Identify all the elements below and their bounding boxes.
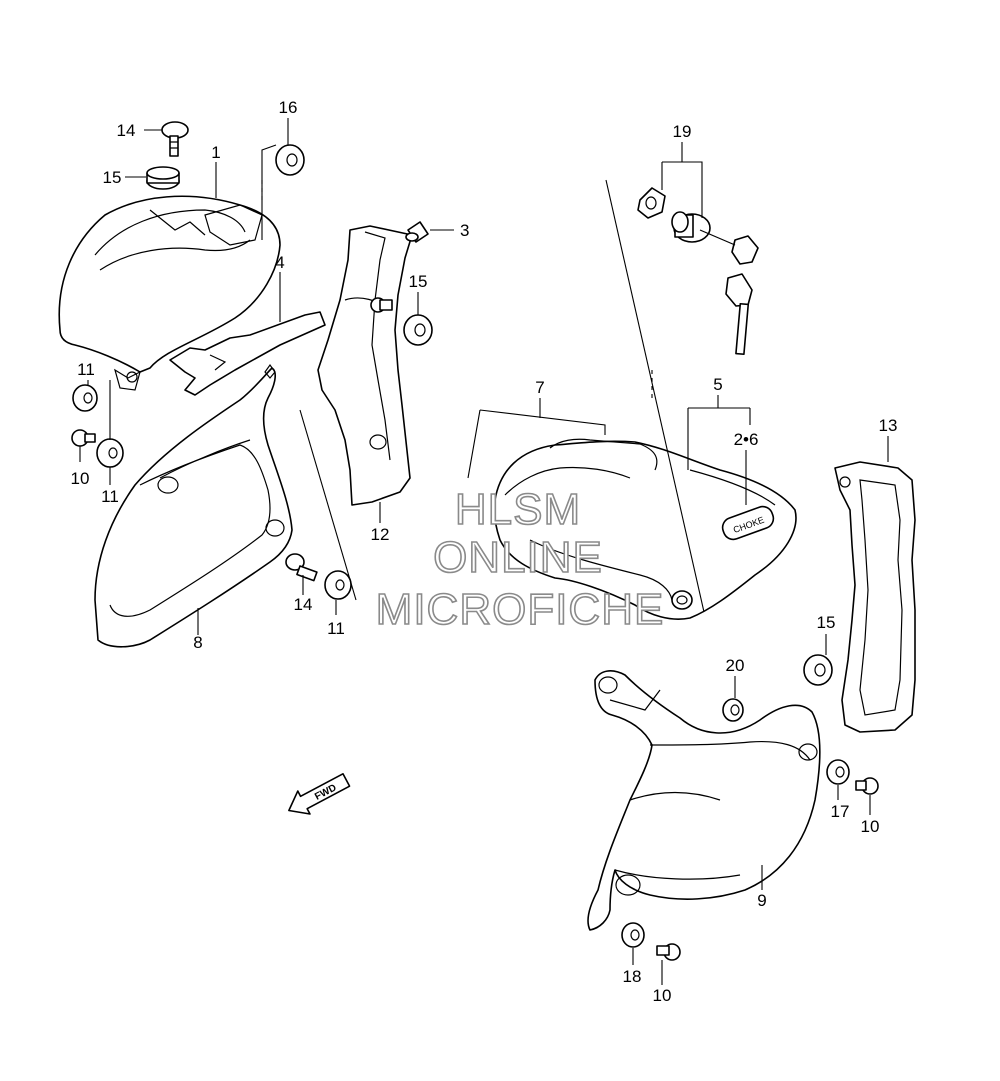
callout-15-top: 15	[103, 168, 122, 187]
part-8-left-side-cover[interactable]	[94, 363, 293, 648]
part-13-right-bracket[interactable]	[834, 461, 916, 733]
part-15-grommet-top[interactable]	[146, 166, 180, 190]
callout-11-left-bottom: 11	[101, 487, 119, 506]
part-12-vertical-bracket[interactable]	[317, 225, 413, 506]
fwd-arrow-icon: FWD	[288, 772, 351, 815]
part-14-screw-top[interactable]	[161, 121, 189, 157]
fwd-arrow-label: FWD	[313, 782, 338, 802]
part-7-center-cover[interactable]: CHOKE	[493, 438, 797, 620]
callout-8: 8	[193, 633, 202, 652]
part-11-grommet-left-bottom[interactable]	[96, 438, 124, 468]
callout-18: 18	[623, 967, 642, 986]
callout-15-mid: 15	[409, 272, 428, 291]
part-14-screw-lower[interactable]	[285, 553, 318, 582]
watermark: HLSM ONLINE MICROFICHE	[375, 484, 665, 635]
callout-11-lower: 11	[327, 619, 345, 638]
part-10-screw-bottom[interactable]	[656, 943, 681, 961]
callout-labels: 1 2•6 3 4 5 7 8 9 10 10 10 11 11 11 12 1…	[71, 98, 898, 1005]
callout-10-bottom: 10	[653, 986, 672, 1005]
part-1-front-cowl[interactable]	[58, 195, 281, 391]
callout-10-right: 10	[861, 817, 880, 836]
part-10-screw-left[interactable]	[71, 429, 96, 447]
callout-4: 4	[275, 253, 284, 272]
watermark-line-3: MICROFICHE	[376, 585, 665, 634]
callout-5: 5	[713, 375, 722, 394]
callout-3: 3	[460, 221, 469, 240]
callout-11-left-top: 11	[77, 360, 95, 379]
callout-10-left: 10	[71, 469, 90, 488]
part-18-grommet[interactable]	[621, 922, 645, 948]
part-20-grommet[interactable]	[722, 698, 744, 722]
leader-lines	[79, 118, 889, 985]
callout-15-right: 15	[817, 613, 836, 632]
callout-1: 1	[211, 143, 220, 162]
part-10-screw-right[interactable]	[855, 777, 879, 795]
callout-2-6: 2•6	[734, 430, 759, 449]
part-11-grommet-lower[interactable]	[324, 570, 352, 600]
part-17-grommet[interactable]	[826, 759, 850, 785]
part-19-lock-set[interactable]	[637, 187, 759, 356]
part-16-grommet[interactable]	[275, 144, 305, 176]
callout-13: 13	[879, 416, 898, 435]
part-4-bracket[interactable]	[169, 311, 326, 396]
watermark-line-1: HLSM	[455, 485, 581, 534]
watermark-line-2: ONLINE	[433, 533, 603, 582]
part-15-grommet-mid[interactable]	[403, 314, 433, 346]
part-3-pin[interactable]	[405, 221, 429, 243]
callout-17: 17	[831, 802, 850, 821]
callout-9: 9	[757, 891, 766, 910]
callout-20: 20	[726, 656, 745, 675]
callout-14-top: 14	[117, 121, 136, 140]
part-9-lower-right-cover[interactable]	[587, 670, 821, 931]
callout-7: 7	[535, 378, 544, 397]
callout-16: 16	[279, 98, 298, 117]
callout-12: 12	[371, 525, 390, 544]
callout-14-lower: 14	[294, 595, 313, 614]
part-11-grommet-left-top[interactable]	[72, 384, 98, 412]
callout-19: 19	[673, 122, 692, 141]
part-15-grommet-right[interactable]	[803, 654, 833, 686]
